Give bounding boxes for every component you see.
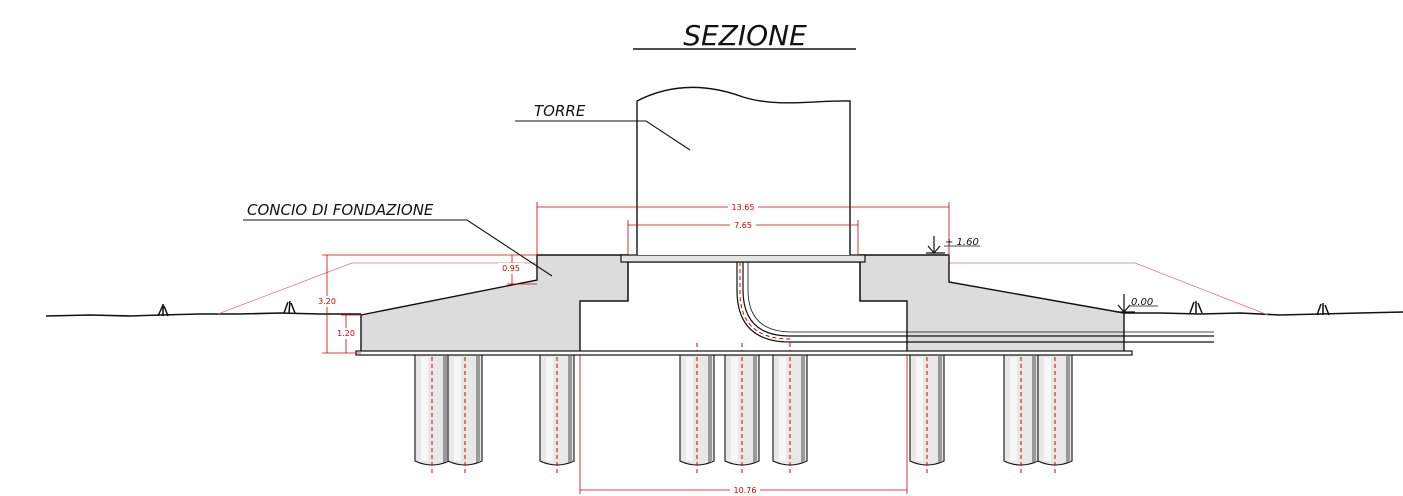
pile [724,343,760,476]
foundation-label: CONCIO DI FONDAZIONE [247,201,434,219]
tower-width-value: 7.65 [734,221,752,230]
pile [414,343,450,476]
ground-line-right [1124,311,1403,316]
foundation-leader [243,219,553,277]
edge-height-value: 1.20 [337,329,355,338]
elevation-marker-ground: 0.00 [1116,294,1158,313]
pile [1037,343,1073,476]
top-step-height-value: 0.95 [502,264,520,273]
overall-width-value: 13.65 [732,203,755,212]
pile [772,343,808,476]
central-void [627,261,861,301]
total-height-value: 3.20 [318,297,336,306]
elevation-marker-top: + 1.60 [926,236,980,254]
tower [636,86,851,255]
dimension-tower-width: 7.65 [627,220,859,256]
grass-icon [157,304,169,317]
grass-icon-group [157,300,1330,317]
dimension-overall-width: 13.65 [536,202,950,256]
foundation-cap-right [859,254,1125,354]
pile [539,343,575,476]
drawing-title: SEZIONE [683,19,807,52]
base-slab [355,350,1133,356]
tower-base-plate [620,254,866,263]
grass-icon [283,300,296,314]
dimension-top-step-height: 0.95 [498,255,537,285]
foundation-cap-left [360,254,629,354]
tower-label: TORRE [534,102,586,120]
grass-icon [1189,301,1203,314]
pile [679,343,715,476]
bottom-width-value: 10.76 [734,486,757,495]
piles-group [414,343,1073,476]
dimension-total-height: 3.20 [314,254,537,354]
pile [1003,343,1039,476]
pile [447,343,483,476]
dimension-bottom-width: 10.76 [579,355,908,495]
elevation-ground-value: 0.00 [1131,297,1153,308]
embankment-slope-left [217,262,537,315]
pile [909,343,945,476]
ground-line-left [45,312,361,317]
elevation-top-value: + 1.60 [945,237,979,248]
cable-duct [736,262,1214,343]
embankment-slope-right [949,262,1269,316]
grass-icon [1316,303,1330,316]
dimension-edge-height: 1.20 [334,314,361,353]
tower-leader [515,120,691,151]
